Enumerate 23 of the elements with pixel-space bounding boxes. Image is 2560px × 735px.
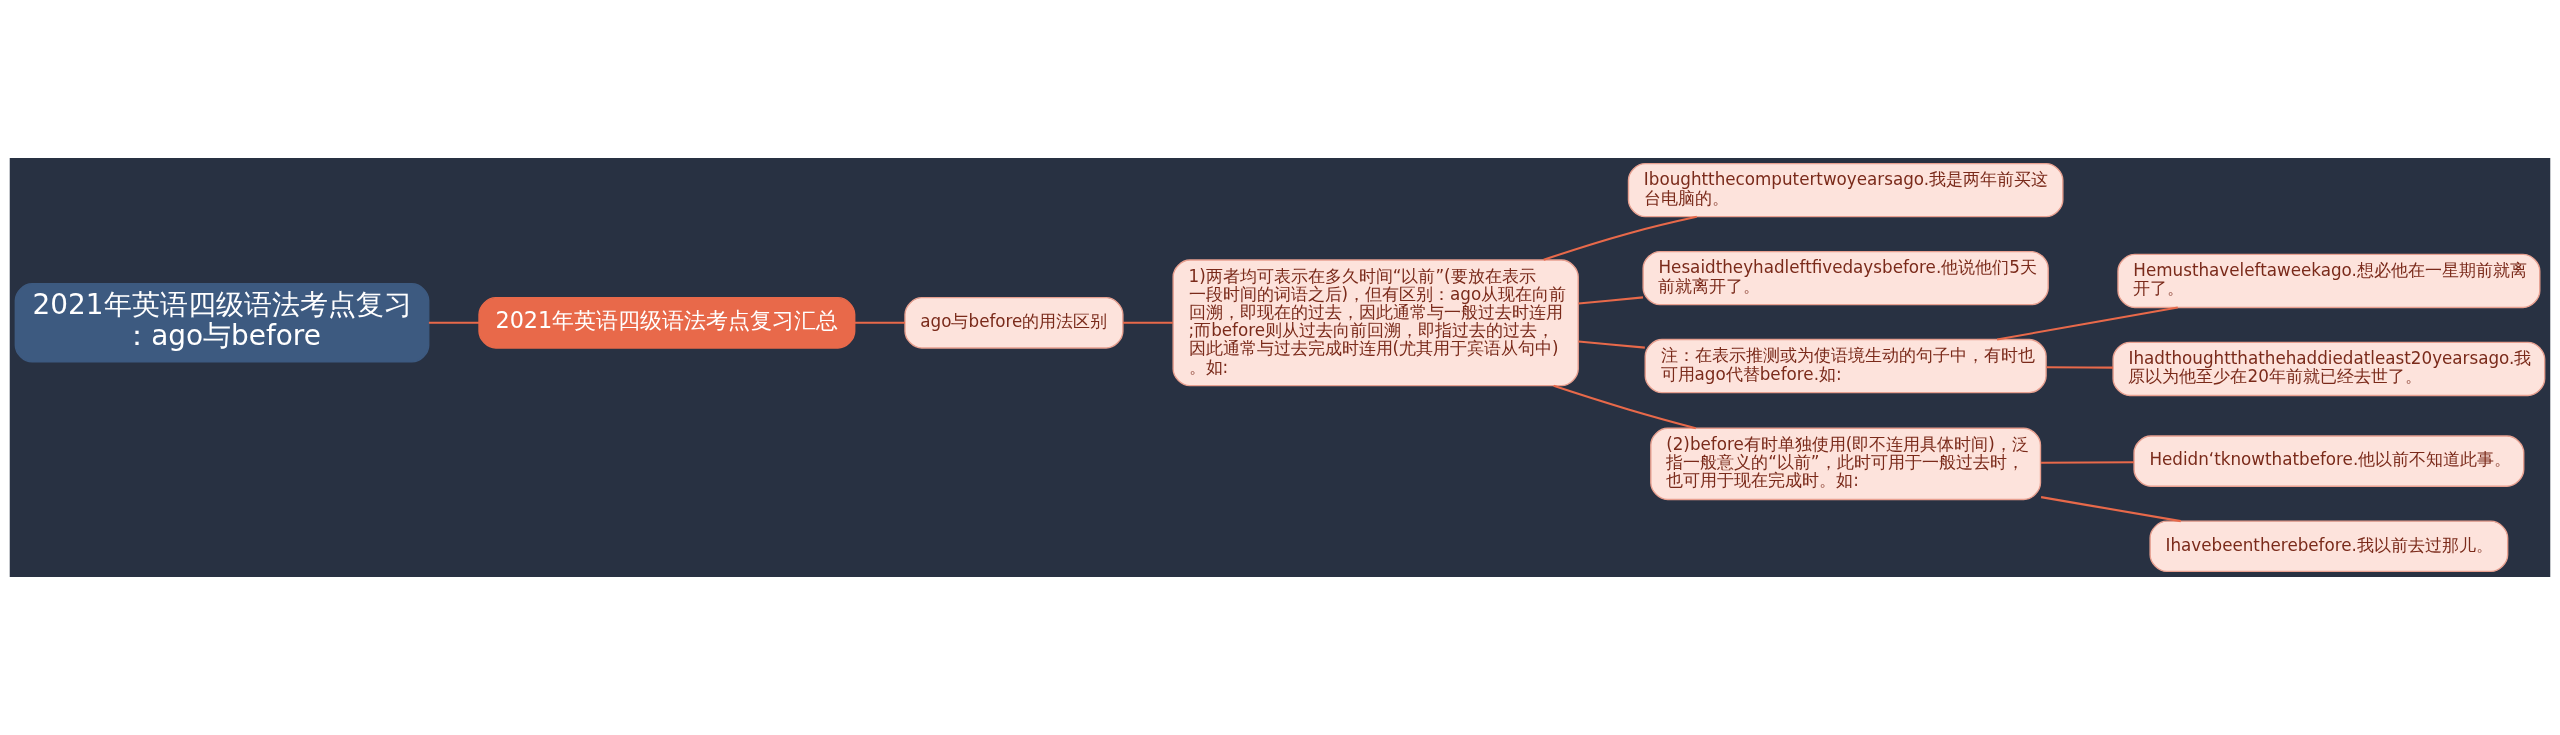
node-box: Ihadthoughtthathehaddiedatleast20yearsago.我原以为他至少在20年前就已经去世了。 [2112,341,2546,397]
node-box: Hesaidtheyhadleftfivedaysbefore.他说他们5天前就离开了。 [1642,250,2049,306]
connector [1553,384,1697,430]
connector [2046,366,2113,369]
node-box: (2)before有时单独使用(即不连用具体时间)，泛指一般意义的“以前”，此时可用于一般过去时，也可用于现在完成时。如: [1650,427,2042,501]
node-box: Hedidn‘tknowthatbefore.他以前不知道此事。 [2133,435,2525,487]
connector [1578,340,1645,349]
node-box: 注：在表示推测或为使语境生动的句子中，有时也可用ago代替before.如: [1644,338,2047,394]
node-box: Iboughtthecomputertwoyearsago.我是两年前买这台电脑的。 [1627,162,2064,218]
connector [2041,461,2134,464]
connector [1996,306,2178,341]
node-box: ago与before的用法区别 [904,296,1124,349]
node-box: 1)两者均可表示在多久时间“以前”(要放在表示一段时间的词语之后)，但有区别：ago从现在向前回溯，即现在的过去，因此通常与一般过去时连用;而before则从过去向前回溯，即指过去的过去，因此通常与过去完成时连用(尤其用于宾语从句中)。如: [1172,259,1579,387]
node-box: Ihavebeentherebefore.我以前去过那儿。 [2149,520,2509,573]
connector [428,321,479,324]
connector [1578,296,1644,305]
connector [1123,321,1173,324]
connector [2040,496,2181,523]
connector [855,321,905,324]
node-box: 2021年英语四级语法考点复习汇总 [478,296,856,349]
node-box: Hemusthaveleftaweekago.想必他在一星期前就离开了。 [2117,253,2541,309]
node-box: 2021年英语四级语法考点复习：ago与before [14,283,430,363]
connector [1543,215,1697,261]
